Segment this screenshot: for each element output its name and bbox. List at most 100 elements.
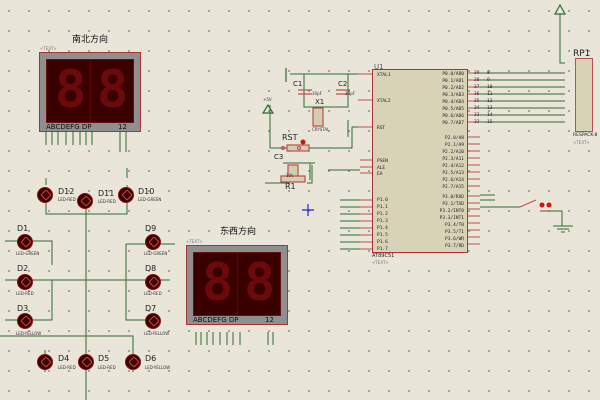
led-d6-ref: D6 bbox=[145, 354, 157, 363]
r1-label: R1 bbox=[285, 182, 296, 191]
crystal-label: X1 bbox=[315, 98, 325, 106]
pin-p3-0: P3.0/RXD bbox=[442, 195, 464, 200]
led-d1-ref: D1 bbox=[17, 224, 29, 233]
pin-p3-4: P3.4/T0 bbox=[445, 223, 464, 228]
pin-p1-5: P1.5 bbox=[377, 233, 388, 238]
led-d6-type: LED-YELLOW bbox=[145, 365, 171, 370]
pin-num-34: 34 bbox=[474, 106, 480, 111]
led-d7-ref: D7 bbox=[145, 304, 157, 313]
net-label-13: 13 bbox=[487, 106, 493, 111]
mcu-ref: U1 bbox=[374, 63, 384, 71]
led-d12-ref: D12 bbox=[58, 187, 75, 196]
led-d3[interactable] bbox=[17, 313, 33, 329]
r1-value: 10k bbox=[286, 173, 294, 178]
pin-p2-2: P2.2/A10 bbox=[442, 150, 464, 155]
led-d8[interactable] bbox=[145, 274, 161, 290]
led-d11[interactable] bbox=[77, 193, 93, 209]
led-d1-type: LED-GREEN bbox=[16, 251, 40, 256]
mcu-part: AT89C51 bbox=[372, 253, 395, 259]
led-d5-type: LED-RED bbox=[98, 365, 116, 370]
ns-display-ref: <TEXT> bbox=[40, 46, 57, 51]
led-d5-ref: D5 bbox=[98, 354, 110, 363]
net-label-12: 12 bbox=[487, 99, 493, 104]
led-d11-ref: D11 bbox=[98, 189, 115, 198]
led-d3-type: LED-YELLOW bbox=[16, 331, 42, 336]
led-d1[interactable] bbox=[17, 234, 33, 250]
led-d4[interactable] bbox=[37, 354, 53, 370]
led-d9-type: LED-GREEN bbox=[144, 251, 168, 256]
pin-p0-6: P0.6/AD6 bbox=[442, 114, 464, 119]
led-d11-type: LED-RED bbox=[98, 199, 116, 204]
c1-label: C1 bbox=[293, 80, 303, 88]
ew-seven-segment-display[interactable]: 8 8 ABCDEFG DP 12 bbox=[186, 245, 288, 325]
pin-p2-1: P2.1/A9 bbox=[445, 143, 464, 148]
pin-p1-1: P1.1 bbox=[377, 205, 388, 210]
led-d12-type: LED-RED bbox=[58, 197, 76, 202]
pin-ea: EA bbox=[377, 172, 383, 177]
pin-p2-7: P2.7/A15 bbox=[442, 185, 464, 190]
reset-button-label: RST bbox=[282, 133, 298, 142]
ns-display-window: 8 8 bbox=[46, 59, 134, 123]
pin-p1-6: P1.6 bbox=[377, 240, 388, 245]
led-d10[interactable] bbox=[118, 187, 134, 203]
pin-xtal2: XTAL2 bbox=[377, 99, 391, 104]
reset-button[interactable] bbox=[281, 140, 303, 150]
net-label-9: 9 bbox=[487, 78, 490, 83]
pin-p0-3: P0.3/AD3 bbox=[442, 93, 464, 98]
led-d2-type: LED-RED bbox=[16, 291, 34, 296]
led-d7[interactable] bbox=[145, 313, 161, 329]
rp1-text: <TEXT> bbox=[573, 140, 590, 145]
ew-digit-labels: 12 bbox=[265, 316, 274, 324]
led-d4-ref: D4 bbox=[58, 354, 70, 363]
switch[interactable] bbox=[518, 198, 554, 212]
net-label-10: 10 bbox=[487, 85, 493, 90]
led-d8-ref: D8 bbox=[145, 264, 157, 273]
pin-rst: RST bbox=[377, 126, 386, 131]
led-d2[interactable] bbox=[17, 274, 33, 290]
mcu-at89c51[interactable]: XTAL1 XTAL2 RST PSEN ALE EA P1.0 P1.1 P1… bbox=[372, 69, 468, 253]
ns-digit-ones: 8 bbox=[97, 60, 129, 120]
pin-p1-4: P1.4 bbox=[377, 226, 388, 231]
c3-label: C3 bbox=[274, 153, 284, 161]
pin-p2-0: P2.0/A8 bbox=[445, 136, 464, 141]
led-d9[interactable] bbox=[145, 234, 161, 250]
led-d2-ref: D2 bbox=[17, 264, 29, 273]
pin-p1-0: P1.0 bbox=[377, 198, 388, 203]
pin-p0-4: P0.4/AD4 bbox=[442, 100, 464, 105]
pin-num-39: 39 bbox=[474, 71, 480, 76]
led-d3-ref: D3 bbox=[17, 304, 29, 313]
pin-p2-6: P2.6/A14 bbox=[442, 178, 464, 183]
pin-p3-3: P3.3/INT1 bbox=[439, 216, 464, 221]
pin-p0-5: P0.5/AD5 bbox=[442, 107, 464, 112]
ns-display-title: 南北方向 bbox=[72, 35, 109, 45]
led-d9-ref: D9 bbox=[145, 224, 157, 233]
pin-p2-5: P2.5/A13 bbox=[442, 171, 464, 176]
led-d5[interactable] bbox=[78, 354, 94, 370]
ns-seven-segment-display[interactable]: 8 8 ABCDEFG DP 12 bbox=[39, 52, 141, 132]
ew-digit-tens: 8 bbox=[202, 253, 234, 313]
led-d6[interactable] bbox=[125, 354, 141, 370]
pin-p3-6: P3.6/WR bbox=[445, 237, 464, 242]
pin-num-35: 35 bbox=[474, 99, 480, 104]
net-label-11: 11 bbox=[487, 92, 493, 97]
pin-num-38: 38 bbox=[474, 78, 480, 83]
c1-value: 30pF bbox=[312, 91, 322, 96]
pin-num-33: 33 bbox=[474, 113, 480, 118]
ew-display-ref: <TEXT> bbox=[186, 239, 203, 244]
ns-segment-labels: ABCDEFG DP bbox=[46, 123, 92, 131]
pin-p3-5: P3.5/T1 bbox=[445, 230, 464, 235]
rp1-part: RESPACK-8 bbox=[573, 133, 598, 138]
pin-p3-2: P3.2/INT0 bbox=[439, 209, 464, 214]
resistor-pack-rp1[interactable] bbox=[575, 58, 593, 132]
pin-num-32: 32 bbox=[474, 120, 480, 125]
led-d12[interactable] bbox=[37, 187, 53, 203]
pin-p0-0: P0.0/AD0 bbox=[442, 72, 464, 77]
pin-p3-1: P3.1/TXD bbox=[442, 202, 464, 207]
c2-value: 30pF bbox=[345, 91, 355, 96]
pin-num-37: 37 bbox=[474, 85, 480, 90]
ew-digit-ones: 8 bbox=[244, 253, 276, 313]
pin-p0-1: P0.1/AD1 bbox=[442, 79, 464, 84]
ew-display-title: 东西方向 bbox=[220, 227, 257, 237]
